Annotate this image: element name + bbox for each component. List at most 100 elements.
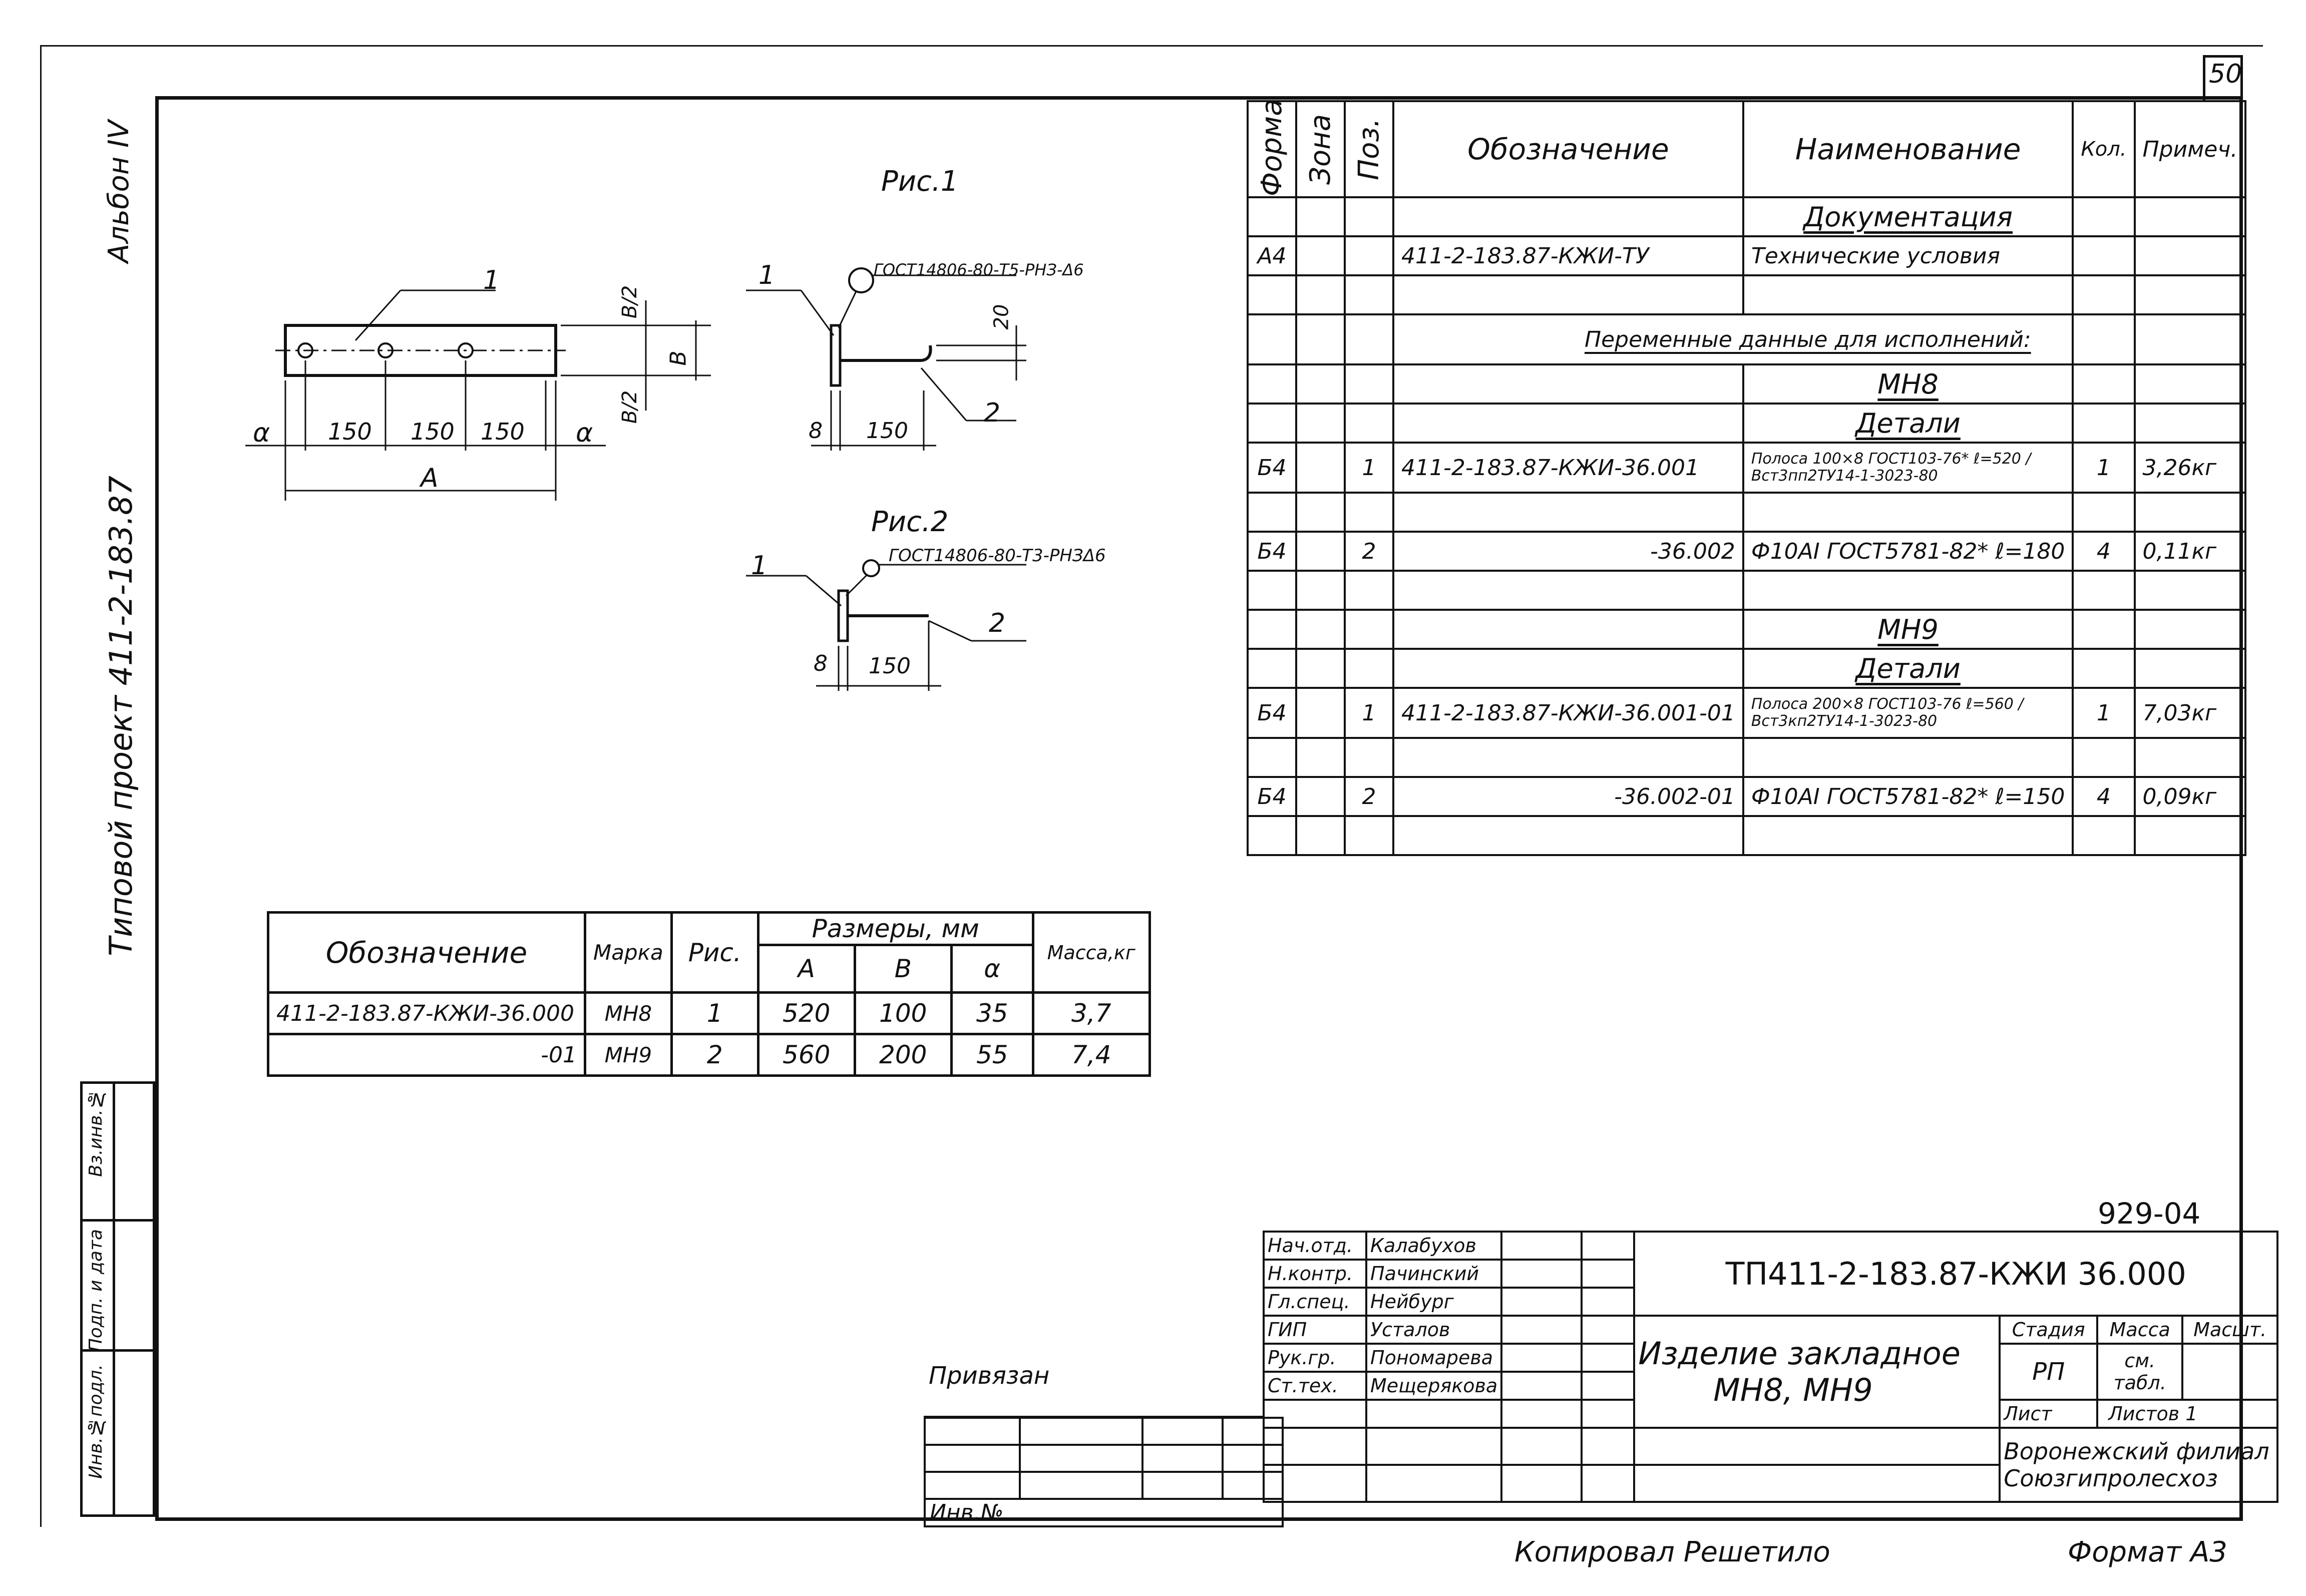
- spec-cell-name: Документация: [1742, 196, 2074, 237]
- spec-cell-designation: [1392, 815, 1744, 856]
- tb-name: Нейбург: [1365, 1287, 1503, 1317]
- spec-cell-name: Полоса 100×8 ГОСТ103-76* ℓ=520 / Вст3пп2…: [1742, 442, 2074, 494]
- tb-name: Калабухов: [1365, 1231, 1503, 1261]
- dims-header-alpha: α: [950, 944, 1034, 994]
- tb-name: Пономарева: [1365, 1343, 1503, 1373]
- dims-cell-designation: -01: [267, 1033, 586, 1077]
- pr-cell: [1019, 1444, 1143, 1473]
- spec-cell-name: МН8: [1742, 363, 2074, 405]
- privyazan-label: Привязан: [929, 1362, 1050, 1390]
- spec-cell-qty: [2072, 815, 2136, 856]
- side-stamp-sign: Подп. и дата: [86, 1229, 106, 1352]
- tb-empty: [1500, 1464, 1583, 1503]
- dims-header-sizes: Размеры, мм: [756, 911, 1034, 946]
- fig1-section-drawing: [746, 267, 1026, 451]
- tb-sheet-label: Лист: [1999, 1399, 2099, 1429]
- spec-cell-name: Детали: [1742, 648, 2074, 689]
- spec-cell-note: [2133, 648, 2247, 689]
- dims-cell-b: 200: [853, 1033, 953, 1077]
- spec-cell-format: [1247, 313, 1297, 365]
- spec-cell-note: 0,09кг: [2133, 776, 2247, 817]
- tb-role: Н.контр.: [1263, 1259, 1367, 1289]
- spec-cell-format: [1247, 196, 1297, 237]
- spec-cell-qty: [2072, 196, 2136, 237]
- spec-cell-note: [2133, 313, 2247, 365]
- fig2-section-pos2: 2: [989, 608, 1006, 638]
- dims-cell-a: 560: [756, 1033, 856, 1077]
- spec-cell-pos: 1: [1344, 442, 1394, 494]
- tb-role: Рук.гр.: [1263, 1343, 1367, 1373]
- tb-date: [1581, 1287, 1636, 1317]
- fig1-title: Рис.1: [881, 165, 959, 198]
- fig1-dim-150: 150: [866, 418, 908, 444]
- spec-cell-name: Технические условия: [1742, 235, 2074, 276]
- spec-cell-zone: [1295, 531, 1346, 572]
- spec-cell-designation: [1392, 737, 1744, 778]
- spec-cell-zone: [1295, 609, 1346, 650]
- spec-cell-designation: 411-2-183.87-КЖИ-ТУ: [1392, 235, 1744, 276]
- spec-cell-qty: 4: [2072, 531, 2136, 572]
- dims-cell-designation: 411-2-183.87-КЖИ-36.000: [267, 991, 586, 1035]
- dims-cell-b: 100: [853, 991, 953, 1035]
- spec-cell-format: Б4: [1247, 442, 1297, 494]
- tb-date: [1581, 1343, 1636, 1373]
- fig2-section-pos1: 1: [751, 551, 768, 581]
- pr-cell: [1019, 1417, 1143, 1446]
- spec-cell-pos: [1344, 235, 1394, 276]
- spec-cell-pos: 2: [1344, 531, 1394, 572]
- spec-cell-name: [1742, 815, 2074, 856]
- spec-cell-pos: [1344, 274, 1394, 315]
- spec-cell-designation: [1392, 609, 1744, 650]
- spec-cell-pos: [1344, 737, 1394, 778]
- album-label: Альбон IV: [103, 120, 135, 263]
- side-stamp-vz: Вз.инв.№: [86, 1089, 106, 1177]
- spec-cell-zone: [1295, 442, 1346, 494]
- dims-header-designation: Обозначение: [267, 911, 586, 994]
- spec-cell-qty: [2072, 403, 2136, 444]
- tb-title-line1: Изделие закладное: [1638, 1335, 1961, 1372]
- spec-cell-designation: [1392, 570, 1744, 611]
- tb-mass: см. табл.: [2096, 1343, 2184, 1401]
- spec-cell-note: [2133, 196, 2247, 237]
- pr-cell: [1019, 1471, 1143, 1500]
- spec-header-zone: Зона: [1296, 101, 1345, 197]
- tb-role: Нач.отд.: [1263, 1231, 1367, 1261]
- spec-cell-format: [1247, 570, 1297, 611]
- table-row: МН9: [1247, 609, 2247, 650]
- pr-cell: [1222, 1471, 1284, 1500]
- spec-cell-qty: 4: [2072, 776, 2136, 817]
- table-row: [1247, 815, 2247, 856]
- spec-cell-pos: [1344, 196, 1394, 237]
- spec-cell-note: [2133, 737, 2247, 778]
- spec-cell-note: [2133, 235, 2247, 276]
- tb-name: Усталов: [1365, 1315, 1503, 1345]
- tb-name: Пачинский: [1365, 1259, 1503, 1289]
- plan-dim-150-1: 150: [328, 418, 372, 445]
- pr-cell: [1141, 1444, 1224, 1473]
- spec-cell-zone: [1295, 687, 1346, 739]
- spec-cell-designation: -36.002-01: [1392, 776, 1744, 817]
- fig1-pos1-label: 1: [483, 265, 500, 295]
- tb-stage: РП: [1999, 1343, 2099, 1401]
- spec-cell-designation: [1392, 648, 1744, 689]
- outer-border: [40, 45, 2263, 1527]
- tb-title: Изделие закладное МН8, МН9: [1633, 1315, 2001, 1429]
- footer-copied-by: Копировал Решетило: [1514, 1536, 1830, 1568]
- spec-cell-format: Б4: [1247, 776, 1297, 817]
- spec-header-row: Формат Зона Поз. Обозначение Наименовани…: [1248, 100, 2247, 198]
- spec-cell-qty: [2072, 313, 2136, 365]
- spec-cell-zone: [1295, 492, 1346, 533]
- spec-header-designation: Обозначение: [1392, 100, 1744, 198]
- title-block: Нач.отд. Калабухов ТП411-2-183.87-КЖИ 36…: [1263, 1231, 2279, 1503]
- pr-cell: [1141, 1417, 1224, 1446]
- tb-role: Ст.тех.: [1263, 1371, 1367, 1401]
- spec-cell-name: [1742, 492, 2074, 533]
- spec-cell-designation: 411-2-183.87-КЖИ-36.001-01: [1392, 687, 1744, 739]
- title-block-row: Рук.гр. Пономарева РП см. табл.: [1263, 1343, 2279, 1401]
- spec-cell-pos: [1344, 609, 1394, 650]
- spec-cell-zone: [1295, 235, 1346, 276]
- spec-cell-name: [1742, 274, 2074, 315]
- spec-cell-format: А4: [1247, 235, 1297, 276]
- table-row: Детали: [1247, 403, 2247, 444]
- table-row: Детали: [1247, 648, 2247, 689]
